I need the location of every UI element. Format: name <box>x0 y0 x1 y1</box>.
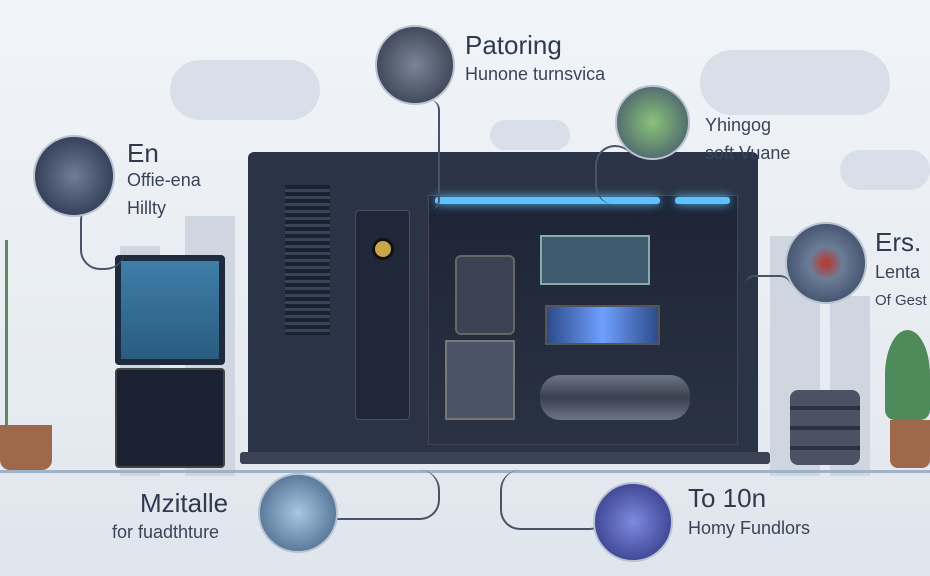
monitor-screen <box>121 261 219 359</box>
circuit-board <box>540 235 650 285</box>
cable <box>300 470 440 520</box>
callout-right-top-subtitle: soft Vuane <box>705 143 791 163</box>
callout-image-left <box>33 135 115 217</box>
cloud <box>840 150 930 190</box>
monitor <box>115 255 225 365</box>
cable <box>420 100 440 210</box>
cable <box>745 275 790 295</box>
power-knob <box>372 238 394 260</box>
callout-top-title: Patoring <box>465 30 562 60</box>
plant-pot-right <box>890 420 930 468</box>
callout-bottom-right-title: To 10n <box>688 483 767 513</box>
cable <box>595 145 635 205</box>
plant-pot-left <box>0 425 52 470</box>
callout-image-top <box>375 25 455 105</box>
callout-bottom-left-title: Mzitalle <box>140 488 229 518</box>
plant-leaves-right <box>885 330 930 420</box>
motor-unit <box>455 255 515 335</box>
callout-image-bottom-left <box>258 473 338 553</box>
server-stack <box>790 390 860 465</box>
callout-image-right-top <box>615 85 690 160</box>
callout-left-line2: Hillty <box>127 198 166 218</box>
callout-left-line1: Offie-ena <box>127 170 201 190</box>
cabinet-vent <box>285 185 330 335</box>
callout-bottom-right-subtitle: Homy Fundlors <box>688 518 811 538</box>
callout-image-bottom-right <box>593 482 673 562</box>
ground-line <box>0 470 930 473</box>
cabinet-base <box>240 452 770 464</box>
callout-image-right <box>785 222 867 304</box>
display-module <box>545 305 660 345</box>
control-box <box>445 340 515 420</box>
callout-right-line1: Lenta <box>875 262 921 282</box>
callout-bottom-left-subtitle: for fuadthture <box>112 522 220 542</box>
callout-left-title: En <box>127 138 159 168</box>
cloud <box>490 120 570 150</box>
cable <box>500 470 610 530</box>
cable <box>80 200 125 270</box>
callout-right-top-title: Yhingog <box>705 115 772 135</box>
pump-cylinder <box>540 375 690 420</box>
cloud <box>700 50 890 115</box>
led-strip <box>435 197 660 204</box>
laptop <box>115 368 225 468</box>
callout-top-subtitle: Hunone turnsvica <box>465 64 606 84</box>
callout-right-title: Ers. <box>875 227 922 257</box>
led-strip <box>675 197 730 204</box>
cloud <box>170 60 320 120</box>
callout-right-line2: Of Gest <box>875 292 927 309</box>
plant-leaves-left <box>5 240 45 425</box>
